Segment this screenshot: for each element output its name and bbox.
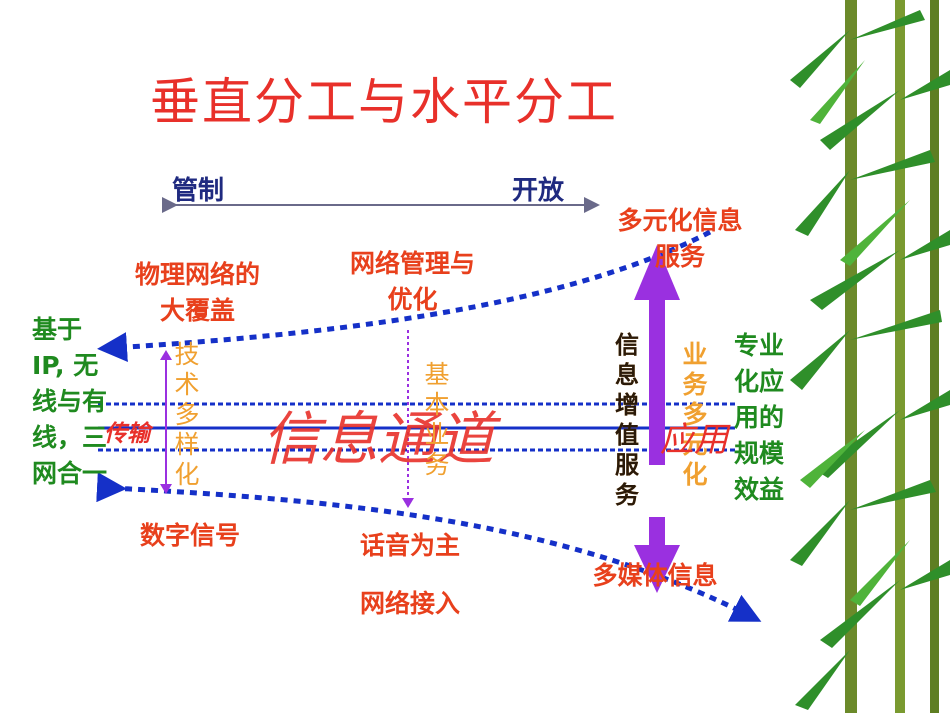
ip-convergence-label: 基于IP, 无线与有线，三网合一 — [32, 315, 108, 488]
network-access-label: 网络接入 — [359, 589, 460, 618]
scale-left-label: 管制 — [172, 176, 225, 206]
purple-arrow-down-shaft — [649, 517, 665, 552]
physical-network-label: 物理网络的大覆盖 — [134, 260, 260, 325]
info-channel-label: 信息通道 — [262, 405, 495, 473]
transport-label: 传输 — [104, 421, 150, 447]
lower-dotted-arrow — [96, 472, 762, 622]
value-added-service-label: 信息增值服务 — [612, 330, 642, 510]
service-diversity-label: 业务多元化 — [682, 340, 708, 489]
tech-diversity-label: 技术多样化 — [174, 340, 200, 489]
digital-signal-label: 数字信号 — [139, 521, 240, 550]
diversified-services-label: 多元化信息服务 — [617, 206, 743, 271]
basic-service-label: 基本业务 — [424, 360, 450, 479]
voice-label: 话音为主 — [359, 531, 460, 560]
application-label: 应用 — [660, 420, 728, 460]
purple-arrow-up-head — [634, 245, 680, 300]
purple-arrow-down-head — [634, 545, 680, 593]
scale-right-label: 开放 — [512, 176, 565, 206]
specialized-application-label: 专业化应用的规模效益 — [734, 331, 785, 504]
network-management-label: 网络管理与优化 — [349, 249, 475, 314]
upper-dotted-arrow — [97, 229, 712, 363]
bamboo-decoration — [790, 0, 950, 713]
page-title: 垂直分工与水平分工 — [150, 73, 618, 131]
purple-arrow-up-shaft — [649, 290, 665, 465]
multimedia-label: 多媒体信息 — [592, 561, 718, 590]
